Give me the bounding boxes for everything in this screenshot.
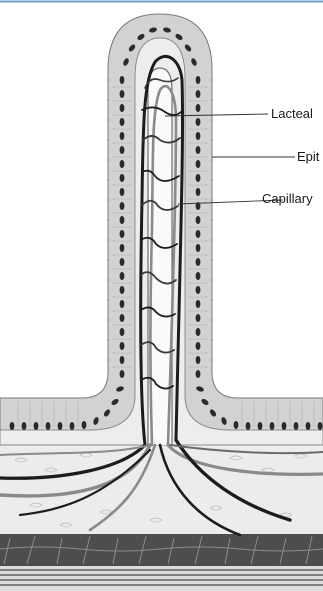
capillary-label: Capillary — [262, 191, 313, 206]
epithelium-label: Epit — [297, 149, 320, 164]
muscle-layer — [0, 534, 323, 566]
lacteal-label: Lacteal — [271, 106, 313, 121]
